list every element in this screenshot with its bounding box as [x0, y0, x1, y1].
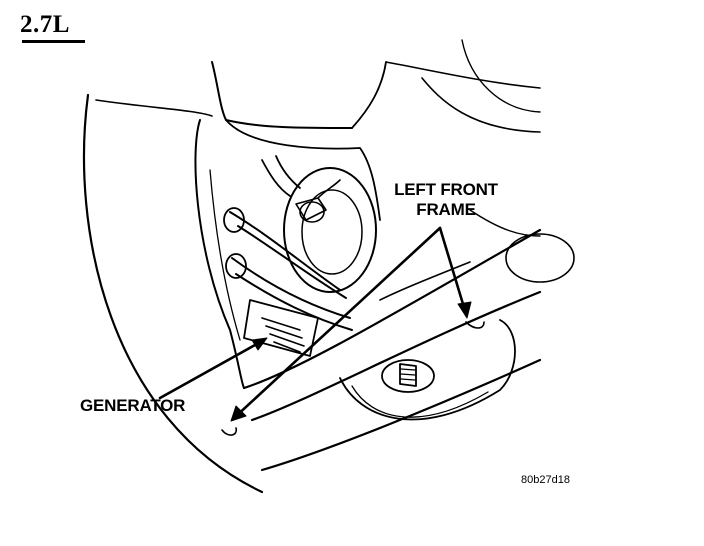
frame-rail-recess — [339, 319, 516, 421]
engine-size-heading: 2.7L — [20, 11, 70, 38]
fender-curve — [82, 93, 264, 494]
right-panel-edge — [469, 209, 541, 237]
right-panel-opening — [505, 233, 575, 283]
hose-lower-b — [235, 273, 353, 331]
generator-callout: GENERATOR — [80, 396, 186, 415]
frame-rail-lower — [260, 358, 542, 472]
left-front-frame-label-line2: FRAME — [416, 199, 476, 219]
hose-top-b — [275, 155, 301, 189]
generator-terminal — [295, 197, 327, 221]
leader-frame-1 — [438, 226, 468, 316]
hood-bottom-edge — [225, 119, 381, 221]
upper-panel-curve — [421, 77, 541, 133]
hood-rear-edge — [351, 61, 387, 129]
fender-inner-curve — [95, 99, 213, 117]
heading-underline — [22, 40, 85, 43]
generator-pulley-inner — [301, 189, 363, 275]
frame-top-flange — [379, 261, 471, 301]
bay-opening — [194, 119, 245, 389]
generator-bracket — [243, 299, 319, 357]
mounting-stud-threads — [400, 368, 416, 381]
leader-frame-1-head — [457, 301, 472, 319]
generator-fins — [261, 317, 305, 353]
frame-rail-outline — [250, 290, 542, 422]
hood-edge — [211, 61, 353, 129]
hook-frame-bottom — [221, 427, 238, 436]
leader-generator — [158, 338, 266, 400]
generator-wire — [317, 179, 341, 199]
hose-lower — [231, 257, 351, 319]
figure-id: 80b27d18 — [521, 474, 570, 486]
generator-pulley — [283, 167, 377, 293]
hose-end-1 — [223, 207, 245, 233]
hose-upper — [229, 211, 341, 291]
bay-opening-inner — [209, 169, 241, 341]
frame-rail-top — [242, 228, 542, 390]
mounting-stud — [399, 363, 417, 387]
hose-top — [261, 159, 291, 197]
left-front-frame-label-line1: LEFT FRONT — [394, 180, 498, 199]
mounting-stud-boss — [381, 359, 435, 393]
left-front-frame-callout: LEFT FRONT FRAME — [376, 180, 516, 219]
generator-hub — [299, 201, 325, 223]
upper-panel-line — [385, 61, 541, 89]
frame-rail-recess-inner — [351, 385, 489, 418]
leader-generator-head — [251, 337, 268, 351]
leader-frame-2-head — [230, 405, 247, 422]
hose-end-2 — [225, 253, 247, 279]
hose-upper-b — [237, 225, 347, 299]
leader-frame-2 — [232, 226, 442, 420]
hook-frame-top — [465, 321, 485, 329]
upper-panel-curve-2 — [461, 39, 541, 113]
